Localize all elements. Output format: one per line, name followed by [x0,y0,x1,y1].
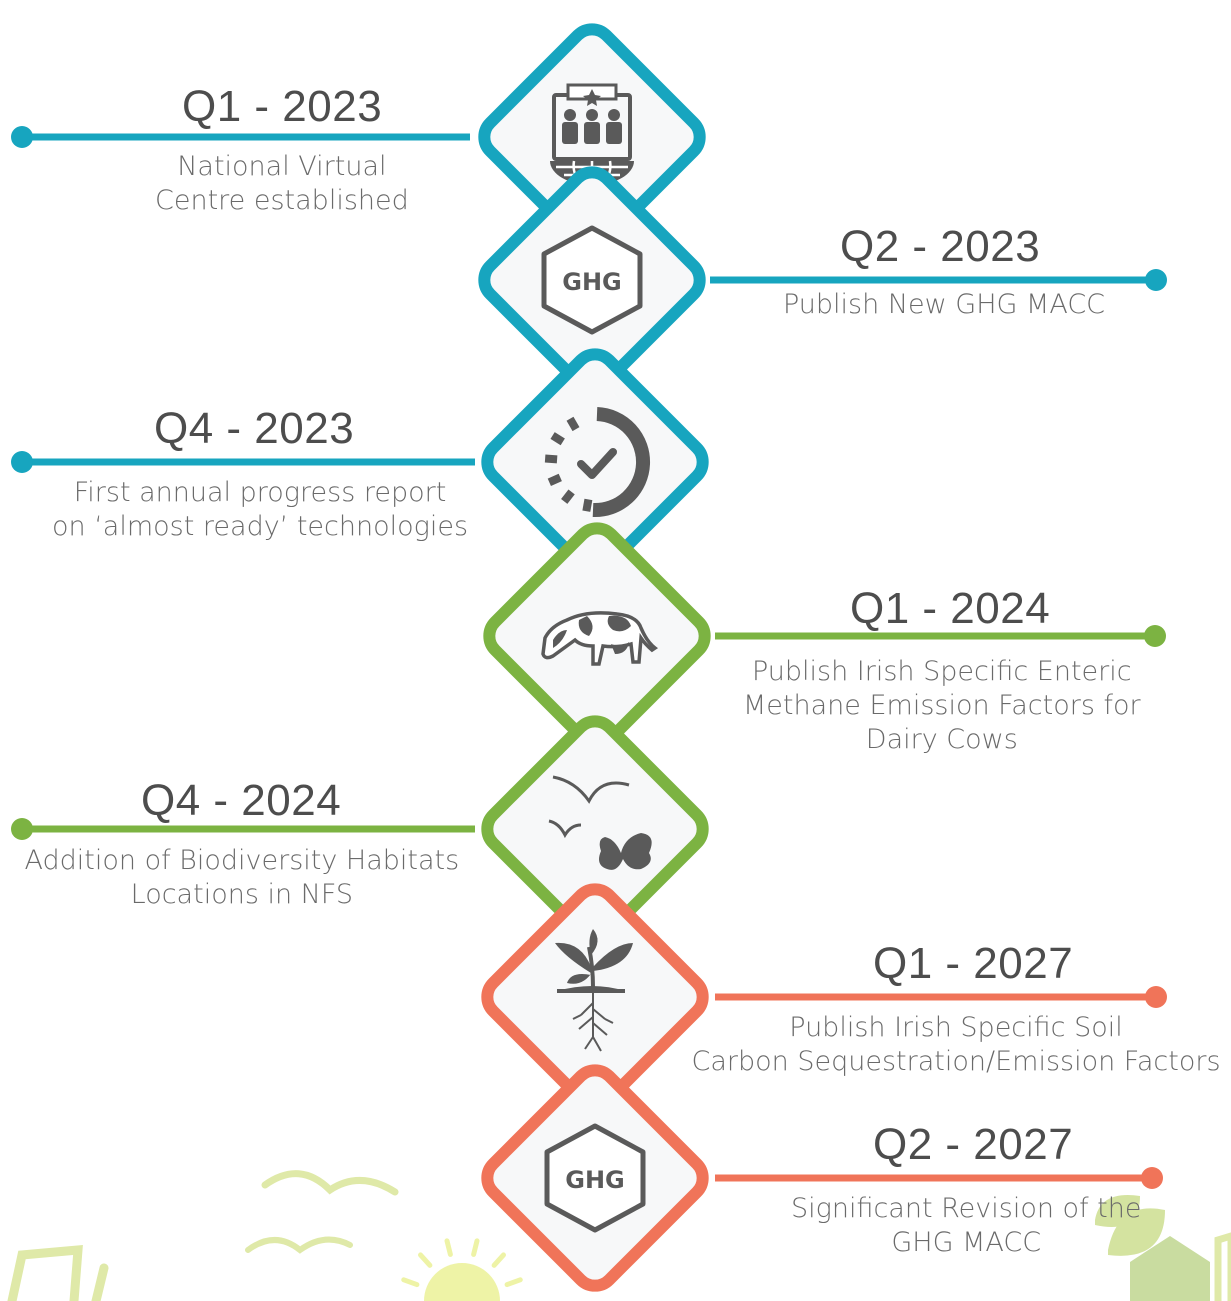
milestone-quarter: Q1 - 2023 [182,82,383,131]
milestone-description-line: Carbon Sequestration/Emission Factors [691,1046,1221,1077]
milestone-quarter: Q1 - 2027 [873,939,1074,988]
connector-endpoint-dot [1145,269,1167,291]
milestone-description-line: First annual progress report [73,477,447,508]
connector-endpoint-dot [1145,986,1167,1008]
connector-endpoint-dot [1144,625,1166,647]
milestone-quarter: Q2 - 2027 [873,1120,1074,1169]
connector-endpoint-dot [11,818,33,840]
milestone-quarter: Q1 - 2024 [850,584,1051,633]
leaf-icon [1095,1195,1165,1256]
connector-endpoint-dot [11,451,33,473]
ghg-hexagon-icon: GHG [544,1123,646,1233]
milestone-description-line: National Virtual [177,151,387,182]
milestone-diamond [481,883,709,1111]
bird-outline-icon [245,1236,353,1254]
ghg-hexagon-icon: GHG [541,225,643,335]
milestone-description-line: Significant Revision of the [791,1193,1142,1224]
milestone-description: Publish New GHG MACC [783,288,1105,322]
milestone-description-line: Addition of Biodiversity Habitats [24,845,460,876]
milestone-quarter: Q2 - 2023 [840,222,1041,271]
svg-text:GHG: GHG [562,268,621,296]
milestone-description-line: Centre established [155,185,409,216]
milestone-description-line: on ‘almost ready’ technologies [52,511,469,542]
sun-icon [401,1238,523,1301]
milestone-diamond [481,348,709,576]
cow-icon [541,611,659,666]
milestone-description-line: Publish New GHG MACC [783,289,1106,320]
house-icon [1130,1232,1231,1301]
milestone-diamond [481,715,709,943]
progress-check-icon [544,407,651,518]
milestone-description-line: GHG MACC [891,1227,1042,1258]
svg-text:GHG: GHG [565,1166,624,1194]
milestone-description-line: Methane Emission Factors for [743,690,1141,721]
milestone-description-line: Locations in NFS [130,879,354,910]
milestone-quarter: Q4 - 2023 [154,404,355,453]
connector-endpoint-dot [1141,1167,1163,1189]
connector-endpoint-dot [11,126,33,148]
bird-outline-icon [261,1170,399,1196]
milestone-quarter: Q4 - 2024 [141,776,342,825]
milestone-description-line: Publish Irish Specific Soil [789,1012,1123,1043]
milestone-description-line: Publish Irish Specific Enteric [751,656,1132,687]
tractor-outline-icon [7,1245,109,1301]
milestone-description-line: Dairy Cows [865,724,1018,755]
sprout-roots-icon [555,929,633,1052]
birds-butterfly-icon [548,775,652,870]
